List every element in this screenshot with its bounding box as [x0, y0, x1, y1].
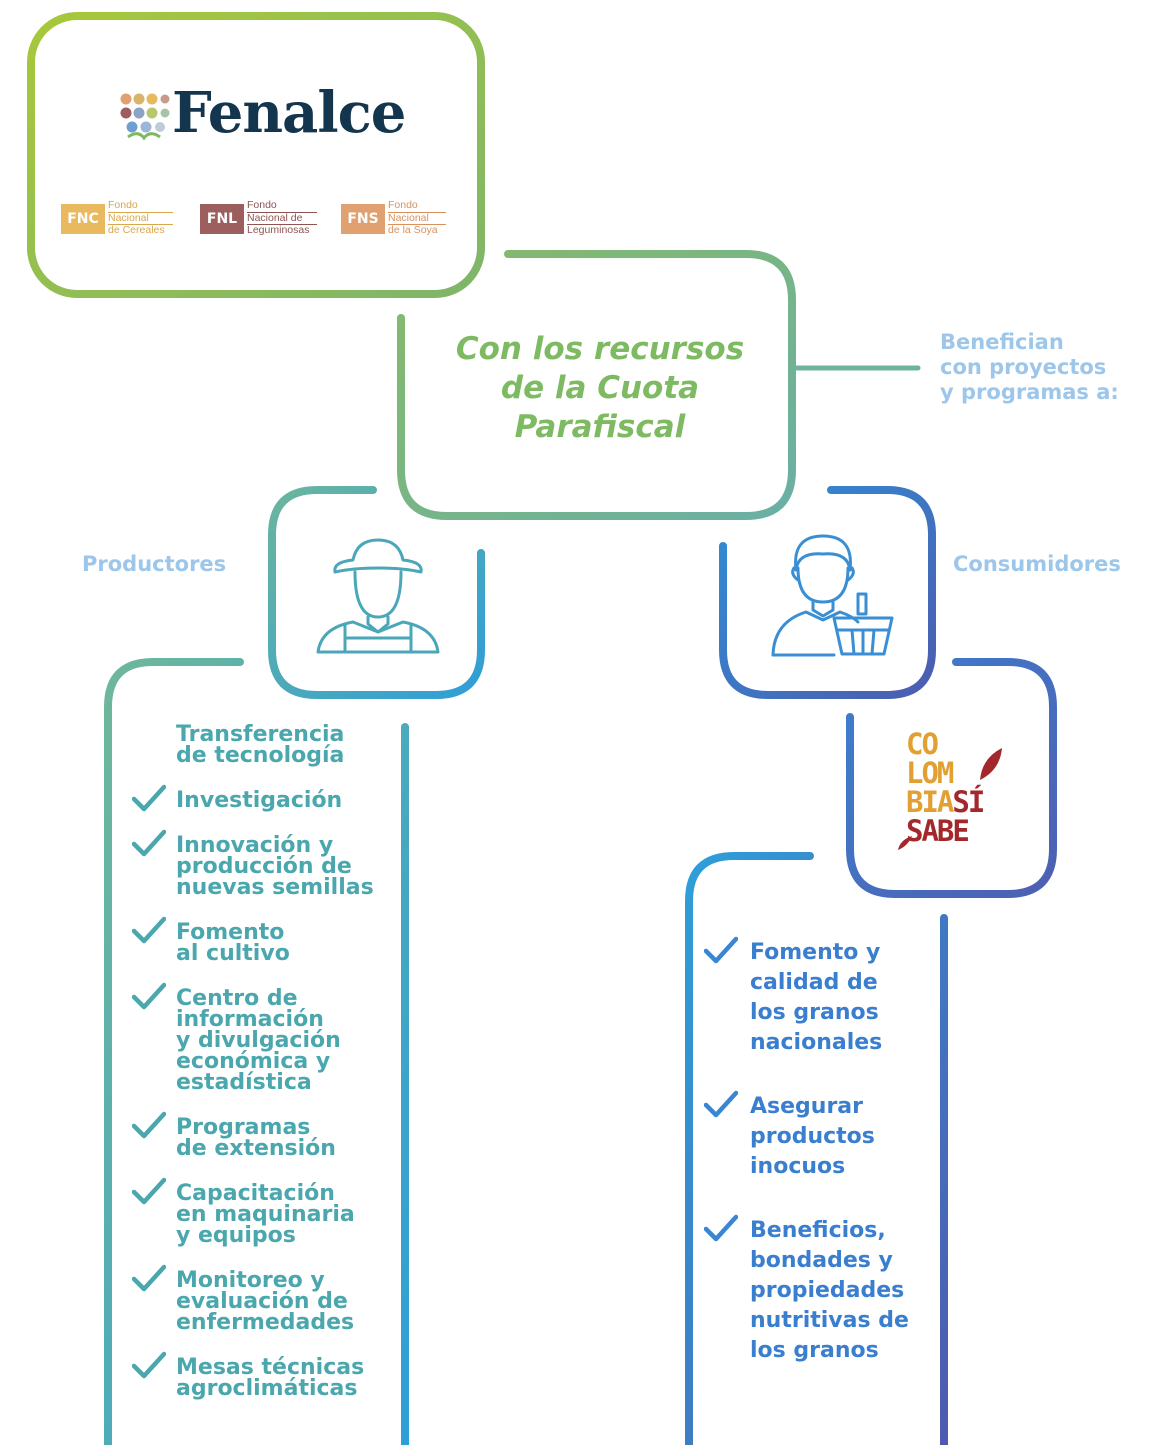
consumers-list: Fomento y calidad de los granos nacional… [704, 936, 935, 1400]
list-item: Programas de extensión [132, 1111, 401, 1160]
leaf-icon [980, 748, 1002, 780]
fnl-name: Fondo Nacional de Leguminosas [247, 199, 318, 237]
benefit-note: Benefician con proyectos y programas a: [940, 330, 1119, 404]
list-item: Centro de información y divulgación econ… [132, 982, 401, 1094]
check-icon [704, 1090, 738, 1118]
fns-badge: FNS [341, 204, 385, 234]
check-icon [132, 1177, 166, 1205]
list-item: Mesas técnicas agroclimáticas [132, 1351, 401, 1400]
list-item: Beneficios, bondades y propiedades nutri… [704, 1214, 935, 1366]
list-item: Capacitación en maquinaria y equipos [132, 1177, 401, 1247]
check-icon [132, 982, 166, 1010]
check-icon [132, 1264, 166, 1292]
producers-label: Productores [82, 552, 227, 576]
list-item: Innovación y producción de nuevas semill… [132, 829, 401, 899]
list-item: Monitoreo y evaluación de enfermedades [132, 1264, 401, 1334]
shopper-basket-icon [771, 534, 894, 657]
grain-dots-icon [120, 93, 170, 141]
list-item: Fomento al cultivo [132, 916, 401, 965]
list-item: Fomento y calidad de los granos nacional… [704, 936, 935, 1058]
list-item: Investigación [132, 784, 401, 812]
colombia-si-sabe-logo: CO LOM BIASÍ SABE [898, 730, 1016, 860]
fenalce-wordmark: Fenalce [172, 80, 406, 146]
leaf-icon [898, 836, 912, 850]
fnl-badge: FNL [200, 204, 244, 234]
center-title: Con los recursos de la Cuota Parafiscal [455, 331, 745, 445]
farmer-icon [316, 538, 440, 654]
fnc-badge: FNC [61, 204, 105, 234]
check-icon [132, 1111, 166, 1139]
producers-list: Transferencia de tecnología Investigació… [132, 722, 401, 1423]
fnc-name: Fondo Nacional de Cereales [108, 199, 173, 237]
list-item: Asegurar productos inocuos [704, 1090, 935, 1182]
check-icon [704, 1214, 738, 1242]
check-icon [132, 1351, 166, 1379]
check-icon [132, 784, 166, 812]
list-item: Transferencia de tecnología [176, 722, 345, 768]
check-icon [132, 916, 166, 944]
consumers-label: Consumidores [953, 552, 1121, 576]
check-icon [704, 936, 738, 964]
fns-name: Fondo Nacional de la Soya [388, 199, 446, 237]
check-icon [132, 829, 166, 857]
